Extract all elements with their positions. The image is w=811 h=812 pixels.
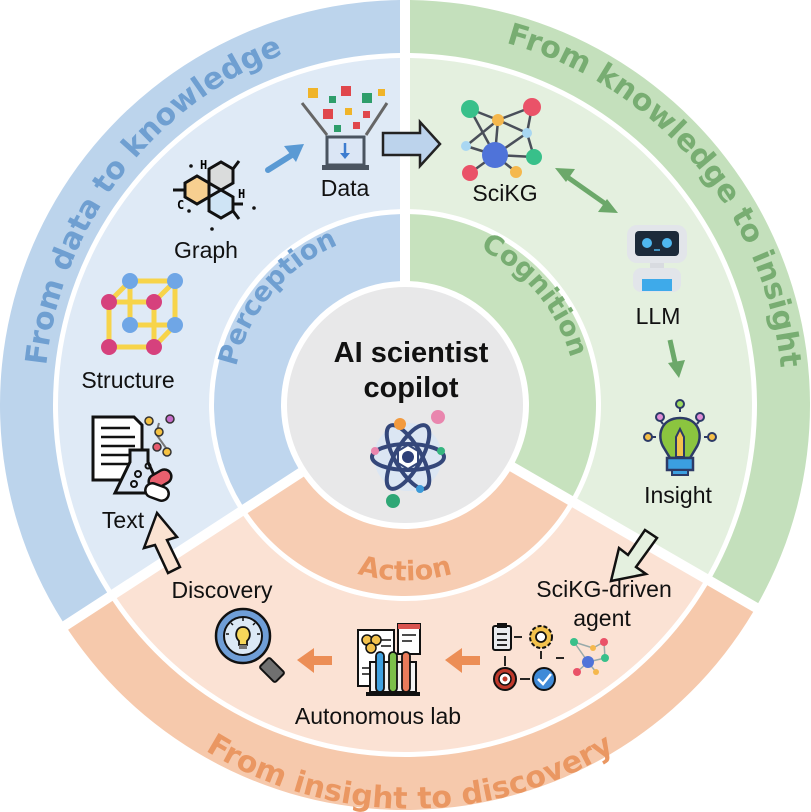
structure-label: Structure <box>81 367 174 393</box>
structure-lattice-icon <box>101 273 183 355</box>
ring-inner-green <box>409 214 596 497</box>
molecule-h-label-2: H <box>238 187 245 201</box>
scikg-network-icon <box>461 98 542 181</box>
center-title-line1: AI scientist <box>334 337 489 369</box>
text-document-flask-icon <box>91 414 175 502</box>
arrow-lab-to-discovery-icon <box>297 648 332 673</box>
ring-inner-blue <box>214 214 401 505</box>
discovery-label: Discovery <box>172 577 273 603</box>
arrow-graph-to-data-icon <box>265 144 304 173</box>
data-laptop-icon <box>300 86 389 170</box>
llm-label: LLM <box>636 303 681 329</box>
autonomous-lab-label: Autonomous lab <box>295 703 461 729</box>
arrow-llm-to-insight-icon <box>667 339 685 378</box>
center-title-line2: copilot <box>363 372 458 404</box>
text-label: Text <box>102 507 145 533</box>
arrow-agent-to-lab-icon <box>445 648 480 673</box>
graph-molecule-icon: H H C <box>173 158 256 231</box>
agent-label-line2: agent <box>573 605 631 631</box>
inner-label-bottom-text: Action <box>356 551 455 588</box>
center-circle <box>287 287 523 523</box>
insight-lightbulb-icon <box>643 399 717 476</box>
ring-outer-orange <box>68 585 754 810</box>
scikg-agent-workflow-icon <box>492 623 609 691</box>
graph-label: Graph <box>174 237 238 263</box>
molecule-h-label: H <box>200 158 207 172</box>
insight-label: Insight <box>644 482 712 508</box>
discovery-magnifier-icon <box>214 607 285 683</box>
arrow-insight-to-agent-icon <box>609 528 659 583</box>
agent-label-line1: SciKG-driven <box>536 576 671 602</box>
llm-robot-icon <box>627 225 687 292</box>
ring-outer-blue <box>0 0 400 622</box>
ring-outer-green <box>409 0 810 604</box>
scikg-label: SciKG <box>472 180 537 206</box>
atom-icon <box>370 410 446 508</box>
molecule-c-label: C <box>177 198 184 212</box>
arrow-data-to-scikg-icon <box>381 118 442 170</box>
ring-inner-orange <box>247 471 568 596</box>
inner-label-action: Action <box>356 551 455 588</box>
autonomous-lab-icon <box>357 623 421 696</box>
arrow-discovery-to-text-icon <box>141 510 182 575</box>
arrow-scikg-llm-bidirectional-icon <box>555 168 618 213</box>
data-label: Data <box>321 175 370 201</box>
